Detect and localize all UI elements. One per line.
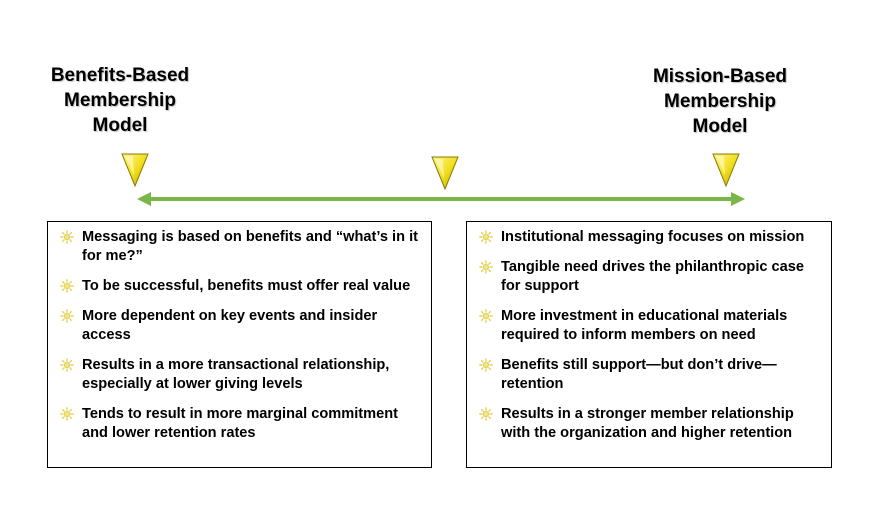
benefits-model-panel: Messaging is based on benefits and “what…: [47, 221, 432, 468]
bullet-text: Results in a more transactional relation…: [82, 357, 390, 392]
sun-bullet-icon: [479, 260, 493, 274]
list-item: Institutional messaging focuses on missi…: [475, 228, 825, 247]
bullet-text: To be successful, benefits must offer re…: [82, 278, 411, 294]
sun-bullet-icon: [479, 309, 493, 323]
sun-bullet-icon: [479, 358, 493, 372]
benefits-bullet-list: Messaging is based on benefits and “what…: [48, 222, 431, 443]
center-marker-icon: [431, 156, 459, 190]
bullet-text: Results in a stronger member relationshi…: [501, 406, 794, 441]
benefits-model-marker-icon: [121, 153, 149, 187]
list-item: Tends to result in more marginal commitm…: [56, 405, 425, 443]
bullet-text: Tends to result in more marginal commitm…: [82, 406, 398, 441]
spectrum-double-arrow-icon: [137, 192, 745, 206]
sun-bullet-icon: [479, 407, 493, 421]
sun-bullet-icon: [479, 230, 493, 244]
list-item: To be successful, benefits must offer re…: [56, 277, 425, 296]
list-item: Benefits still support—but don’t drive—r…: [475, 356, 825, 394]
list-item: More dependent on key events and insider…: [56, 307, 425, 345]
benefits-based-model-title: Benefits-Based Membership Model: [50, 65, 190, 136]
sun-bullet-icon: [60, 230, 74, 244]
sun-bullet-icon: [60, 309, 74, 323]
sun-bullet-icon: [60, 358, 74, 372]
mission-based-model-title: Mission-Based Membership Model: [652, 66, 788, 137]
bullet-text: Benefits still support—but don’t drive—r…: [501, 357, 777, 392]
list-item: Results in a stronger member relationshi…: [475, 405, 825, 443]
sun-bullet-icon: [60, 407, 74, 421]
list-item: Tangible need drives the philanthropic c…: [475, 258, 825, 296]
list-item: More investment in educational materials…: [475, 307, 825, 345]
mission-model-marker-icon: [712, 153, 740, 187]
bullet-text: Messaging is based on benefits and “what…: [82, 229, 418, 264]
bullet-text: More dependent on key events and insider…: [82, 308, 378, 343]
bullet-text: Institutional messaging focuses on missi…: [501, 229, 805, 245]
mission-bullet-list: Institutional messaging focuses on missi…: [467, 222, 831, 443]
mission-model-panel: Institutional messaging focuses on missi…: [466, 221, 832, 468]
bullet-text: More investment in educational materials…: [501, 308, 788, 343]
sun-bullet-icon: [60, 279, 74, 293]
list-item: Results in a more transactional relation…: [56, 356, 425, 394]
list-item: Messaging is based on benefits and “what…: [56, 228, 425, 266]
bullet-text: Tangible need drives the philanthropic c…: [501, 259, 805, 294]
